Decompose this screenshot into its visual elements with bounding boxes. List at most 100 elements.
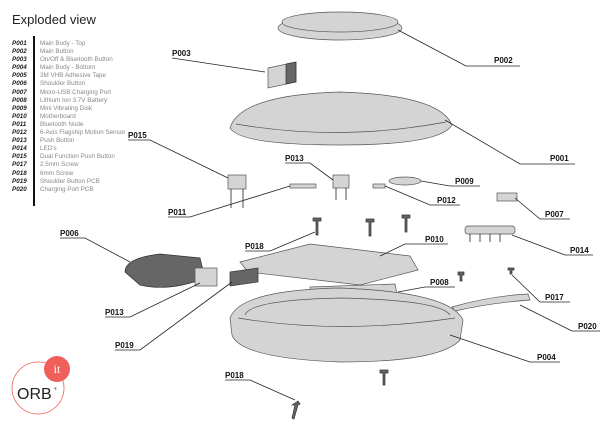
part-code: P012: [12, 129, 27, 137]
callout-p019: P019: [115, 341, 134, 350]
callout-p004: P004: [537, 353, 556, 362]
parts-list-item: P015 Dual Function Push Button: [12, 153, 125, 161]
part-vibrating-disk: [388, 176, 422, 186]
part-code: P008: [12, 96, 27, 104]
part-main-body-top: [229, 91, 453, 146]
callout-p008: P008: [430, 278, 449, 287]
part-push-button-2: [194, 267, 218, 287]
part-main-body-bottom: [229, 287, 464, 363]
part-code: P010: [12, 112, 27, 120]
parts-list-item: P009 Mini Vibrating Disk: [12, 105, 125, 113]
part-name: Shoulder Button: [40, 80, 86, 88]
callout-p010: P010: [425, 235, 444, 244]
part-code: P018: [12, 169, 27, 177]
part-code: P019: [12, 177, 27, 185]
part-code: P011: [12, 120, 27, 128]
parts-list-item: P001 Main Body - Top: [12, 40, 125, 48]
part-bluetooth-node: [289, 183, 317, 189]
part-dual-function-button: [227, 174, 247, 208]
part-name: 6mm Screw: [40, 169, 74, 177]
part-code: P006: [12, 80, 27, 88]
callout-p017: P017: [545, 293, 564, 302]
part-main-button: [277, 11, 403, 41]
part-code: P020: [12, 185, 27, 193]
parts-list-item: P007 Micro-USB Charging Port: [12, 89, 125, 97]
callout-p020: P020: [578, 322, 597, 331]
parts-list-item: P019 Shoulder Button PCB: [12, 178, 125, 186]
callout-p003: P003: [172, 49, 191, 58]
part-name: Main Body - Bottom: [40, 64, 96, 72]
callout-p011: P011: [168, 208, 187, 217]
part-name: Mini Vibrating Disk: [40, 104, 93, 112]
page-title: Exploded view: [12, 12, 96, 27]
callout-p018: P018: [245, 242, 264, 251]
callout-p006: P006: [60, 229, 79, 238]
part-name: On/Off & Bluetooth Button: [40, 56, 113, 64]
part-shoulder-button: [124, 253, 206, 288]
parts-list-item: P014 LED's: [12, 145, 125, 153]
part-code: P001: [12, 40, 27, 47]
part-name: 2.5mm Screw: [40, 161, 79, 169]
parts-list-item: P018 6mm Screw: [12, 170, 125, 178]
part-name: 3M VHB Adhesive Tape: [40, 72, 107, 80]
svg-text:®: ®: [54, 386, 57, 391]
callout-p007: P007: [545, 210, 564, 219]
part-code: P003: [12, 56, 27, 64]
parts-list-item: P012 6-Axis Flagship Motion Sensor: [12, 129, 125, 137]
callout-p001: P001: [550, 154, 569, 163]
divider: [33, 36, 35, 206]
part-code: P014: [12, 145, 27, 153]
part-shoulder-pcb: [229, 267, 259, 287]
part-name: LED's: [40, 145, 57, 153]
callout-p013: P013: [285, 154, 304, 163]
part-leds: [464, 225, 516, 242]
part-push-button: [332, 174, 350, 200]
part-name: 6-Axis Flagship Motion Sensor: [40, 129, 126, 137]
parts-list-item: P002 Main Button: [12, 48, 125, 56]
parts-list-item: P010 Motherboard: [12, 113, 125, 121]
callout-p013b: P013: [105, 308, 124, 317]
logo-badge: it: [54, 362, 61, 376]
callout-p018b: P018: [225, 371, 244, 380]
part-code: P017: [12, 161, 27, 169]
parts-list-item: P017 2.5mm Screw: [12, 161, 125, 169]
parts-list-item: P013 Push Button: [12, 137, 125, 145]
part-code: P004: [12, 64, 27, 72]
part-name: Push Button: [40, 137, 75, 145]
logo-text: ORB: [17, 386, 52, 403]
part-code: P007: [12, 88, 27, 96]
leader-lines: [60, 29, 600, 401]
part-name: Motherboard: [40, 112, 76, 120]
parts-list-item: P005 3M VHB Adhesive Tape: [12, 72, 125, 80]
parts-list-item: P006 Shoulder Button: [12, 80, 125, 88]
callout-p012: P012: [437, 196, 456, 205]
part-onoff-button: [267, 61, 297, 89]
part-code: P005: [12, 72, 27, 80]
parts-list-item: P004 Main Body - Bottom: [12, 64, 125, 72]
part-name: Bluetooth Node: [40, 120, 84, 128]
callout-p015: P015: [128, 131, 147, 140]
callout-p014: P014: [570, 246, 589, 255]
parts-list-item: P003 On/Off & Bluetooth Button: [12, 56, 125, 64]
callout-p002: P002: [494, 56, 513, 65]
parts-list-item: P020 Charging Port PCB: [12, 186, 125, 194]
part-name: Lithium Ion 3.7V Battery: [40, 96, 108, 104]
part-code: P009: [12, 104, 27, 112]
part-code: P015: [12, 153, 27, 161]
part-code: P013: [12, 137, 27, 145]
callout-p009: P009: [455, 177, 474, 186]
part-code: P002: [12, 48, 27, 56]
part-name: Main Body - Top: [40, 40, 86, 47]
part-name: Charging Port PCB: [40, 185, 94, 193]
part-name: Shoulder Button PCB: [40, 177, 100, 185]
parts-list-item: P011 Bluetooth Node: [12, 121, 125, 129]
part-charging-pcb: [451, 293, 531, 312]
part-name: Main Button: [40, 48, 74, 56]
parts-list-item: P008 Lithium Ion 3.7V Battery: [12, 97, 125, 105]
part-usb-port: [496, 192, 518, 202]
part-name: Micro-USB Charging Port: [40, 88, 112, 96]
part-name: Dual Function Push Button: [40, 153, 115, 161]
part-motion-sensor: [372, 183, 386, 189]
